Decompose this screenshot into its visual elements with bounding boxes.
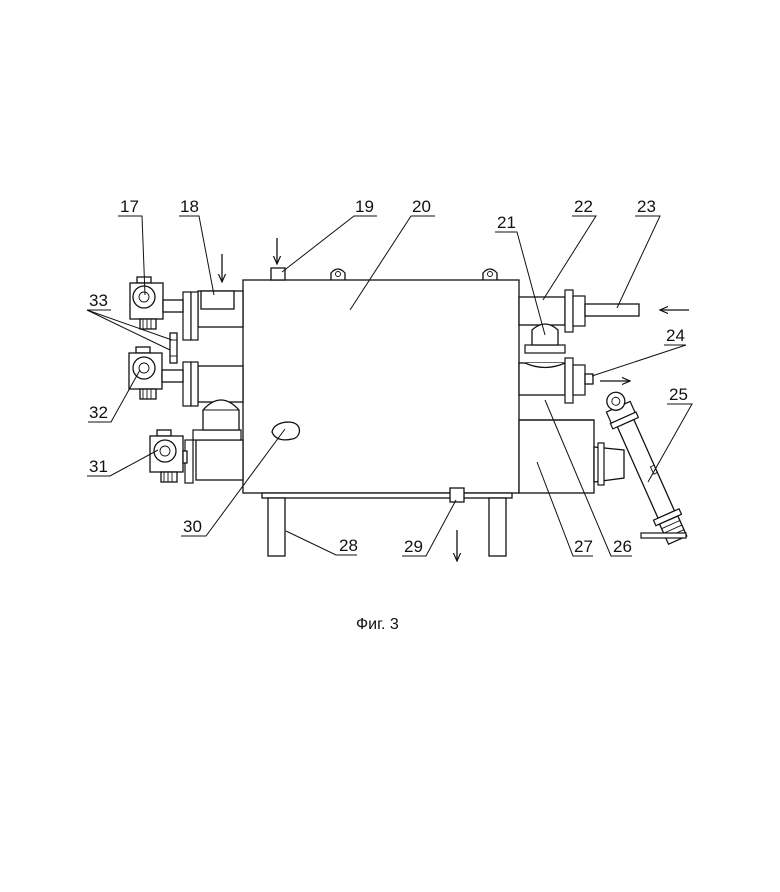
callout-32: 32: [89, 403, 108, 422]
callout-24: 24: [666, 326, 685, 345]
callout-23: 23: [637, 197, 656, 216]
callout-27: 27: [574, 537, 593, 556]
motor-17: [130, 277, 183, 329]
callout-19: 19: [355, 197, 374, 216]
callout-20: 20: [412, 197, 431, 216]
callout-31: 31: [89, 457, 108, 476]
callout-25: 25: [669, 385, 688, 404]
callout-29: 29: [404, 537, 423, 556]
callout-33: 33: [89, 291, 108, 310]
callout-17: 17: [120, 197, 139, 216]
callout-26: 26: [613, 537, 632, 556]
callout-21: 21: [497, 213, 516, 232]
motor-31: [150, 430, 187, 482]
inclined-unit-foot: [641, 533, 686, 538]
callout-18: 18: [180, 197, 199, 216]
main-housing: [243, 268, 519, 493]
base-frame: [262, 488, 512, 556]
callout-22: 22: [574, 197, 593, 216]
callout-30: 30: [183, 517, 202, 536]
figure-caption: Фиг. 3: [356, 616, 399, 633]
callout-28: 28: [339, 536, 358, 555]
